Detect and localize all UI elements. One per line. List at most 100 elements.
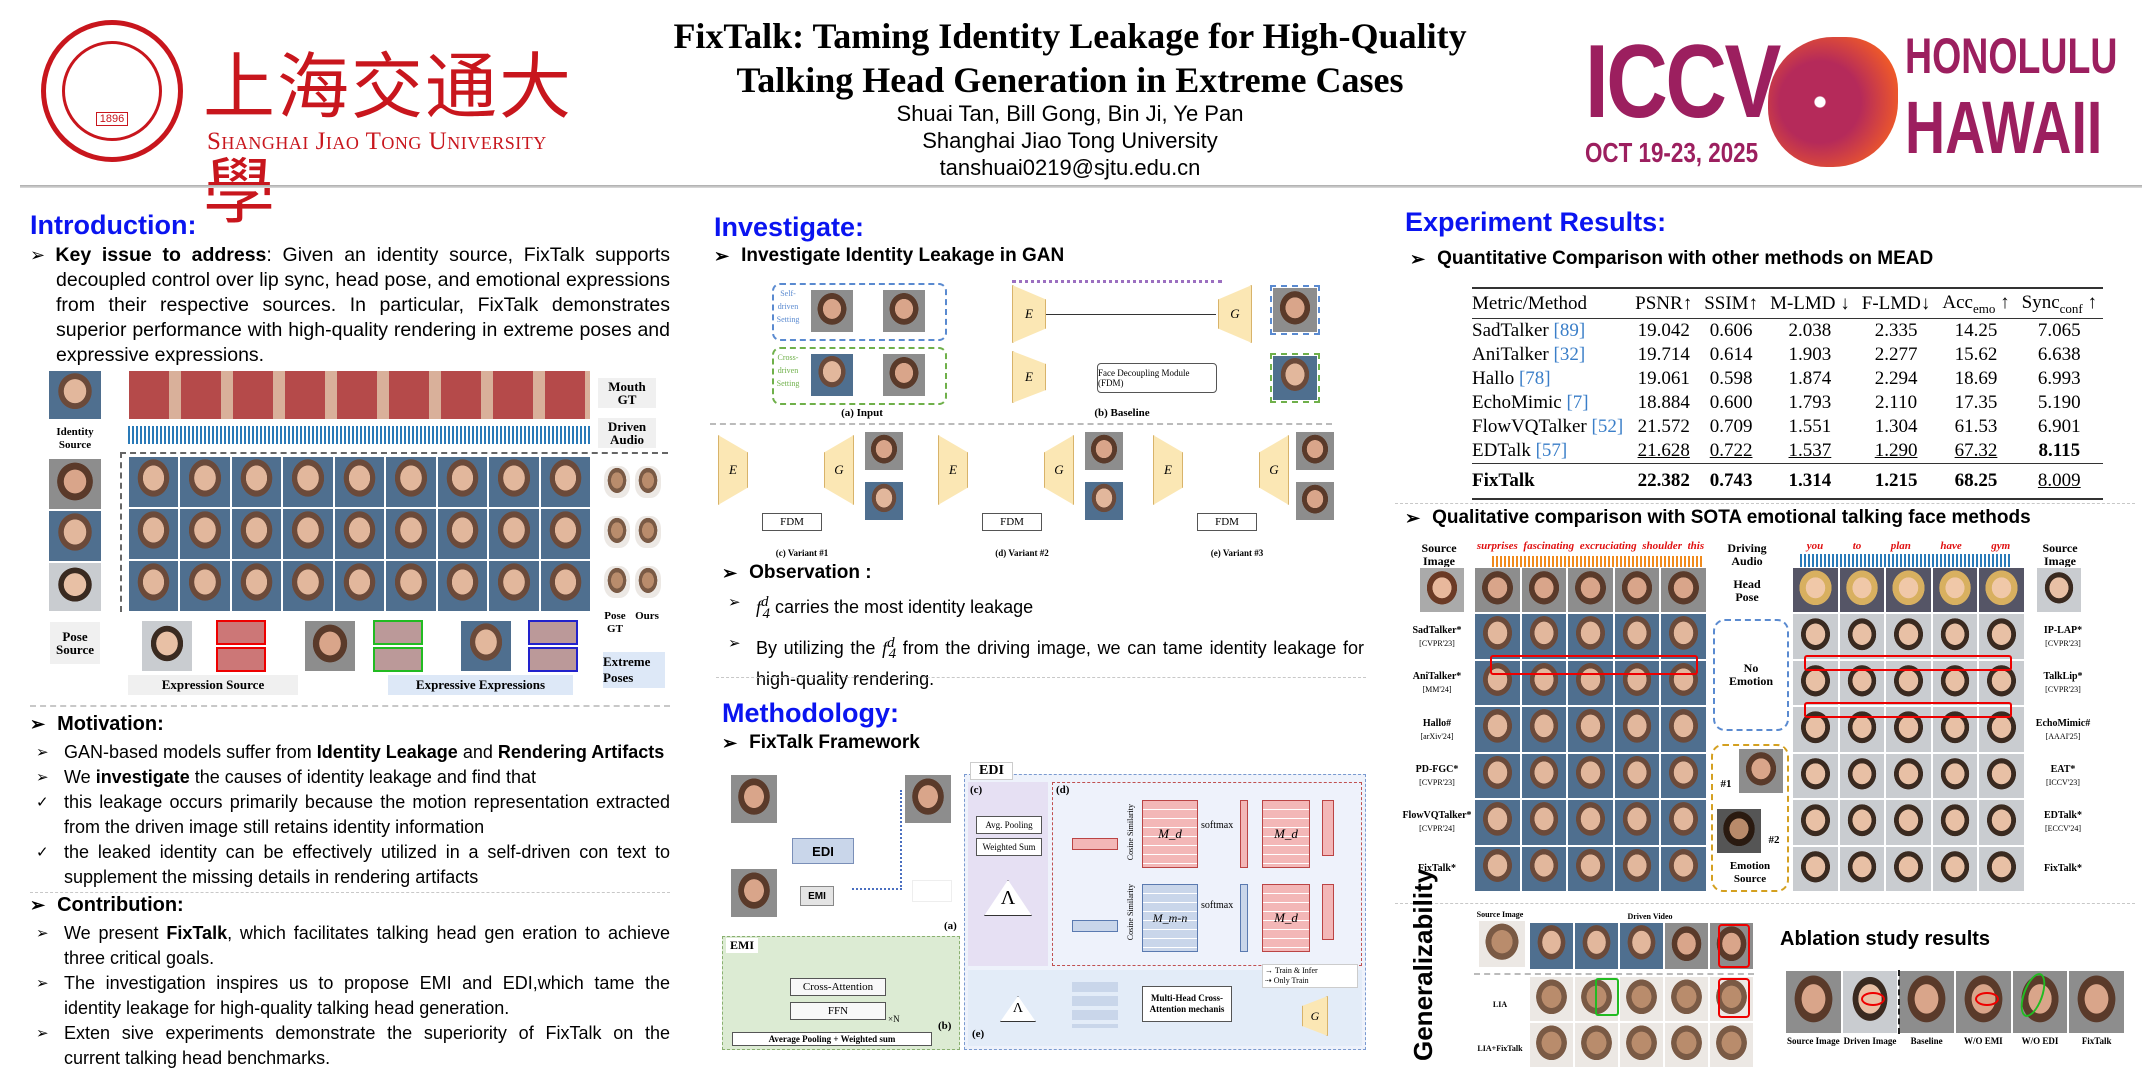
result-face-image (1613, 845, 1661, 892)
method-cell: Hallo [78] (1472, 367, 1629, 391)
method-name: FixTalk (1472, 469, 1535, 491)
citation-link[interactable]: [7] (1566, 391, 1589, 413)
metric-value: 1.290 (1874, 439, 1918, 461)
bullet-arrow-icon: ➢ (728, 634, 741, 652)
driving-audio-label: Driving Audio (1727, 541, 1767, 568)
ours-label: Ours (635, 610, 659, 622)
method-label: TalkLip*[CVPR'23] (2028, 660, 2098, 706)
ablation-heading: Ablation study results (1780, 928, 1991, 950)
header-arrow: ↑ (1995, 292, 2010, 313)
motivation-heading: ➢Motivation: (30, 713, 164, 736)
generated-face-image (333, 560, 386, 612)
ablation-separator (1898, 970, 1900, 1034)
emotion-id-2: #2 (1768, 834, 1780, 846)
mhca-block: Multi-Head Cross-Attention mechanis (1142, 986, 1232, 1022)
emotion-source-box (1711, 744, 1789, 892)
column-header: Syncconf ↑ (2015, 288, 2103, 319)
result-face-image (1978, 613, 2025, 660)
transcript-word: shoulder (1642, 540, 1682, 552)
right-source-image (2036, 567, 2082, 613)
self-setting-label: Self-driven Setting (776, 289, 800, 324)
result-face-image (1978, 752, 2025, 800)
motivation-item: ✓the leaked identity can be effectively … (36, 840, 670, 890)
result-face-image (1792, 845, 1839, 892)
driven-frame (1619, 922, 1664, 970)
result-face-image (1931, 706, 1979, 753)
edi-c-panel (968, 782, 1048, 966)
method-label: FixTalk* (1400, 846, 1474, 892)
generated-face-image (333, 456, 386, 508)
metric-value: 2.038 (1788, 319, 1832, 341)
citation-link[interactable]: [32] (1553, 343, 1586, 365)
eye-crop-4 (528, 647, 578, 672)
variants-frame (710, 423, 1332, 569)
result-face-image (1660, 845, 1707, 892)
citation-link[interactable]: [78] (1518, 367, 1551, 389)
section-divider (716, 677, 1366, 678)
metric-value: 68.25 (1936, 462, 2016, 499)
generated-face-image (539, 560, 591, 612)
observation-heading-text: Observation : (749, 562, 872, 583)
metric-value: 22.382 (1629, 462, 1699, 499)
expressive-expressions-caption: Expressive Expressions (388, 675, 573, 695)
bullet-arrow-icon: ➢ (36, 975, 49, 992)
eye-crop-1 (373, 620, 423, 645)
symbol-sub: 4 (888, 646, 897, 663)
method-cell: EchoMimic [7] (1472, 391, 1629, 415)
result-face-image (1885, 752, 1932, 800)
text: , which facilitates talking head gen era… (64, 923, 671, 968)
text: carries the most identity leakage (770, 597, 1034, 617)
encoder-block: E (1012, 285, 1046, 343)
symbol-base: f (756, 597, 762, 617)
ablation-caption: Baseline (1910, 1036, 1943, 1046)
metric-value: 19.042 (1637, 319, 1690, 341)
expression-source-surprise (460, 620, 512, 672)
bullet-arrow-icon: ➢ (722, 732, 738, 753)
ours-head-2 (634, 515, 662, 549)
cross-source-face (810, 353, 854, 397)
result-face-image (1520, 659, 1568, 707)
bullet-arrow-icon: ➢ (36, 744, 49, 761)
left-red-box (1490, 655, 1698, 675)
citation-link[interactable]: [89] (1553, 319, 1586, 341)
transcript-word: excruciating (1579, 540, 1637, 552)
result-face-image (1792, 567, 1839, 614)
citation-link[interactable]: [57] (1535, 439, 1568, 461)
sjtu-seal: 1896 (41, 20, 183, 162)
result-face-image (1520, 799, 1568, 846)
ablation-caption: Driven Image (1843, 1036, 1897, 1046)
generated-face-image (230, 560, 283, 612)
driven-audio-label: Driven Audio (598, 418, 656, 448)
iccv-dates: OCT 19-23, 2025 (1585, 137, 1759, 168)
method-name: SadTalker* (1412, 625, 1462, 637)
generated-face-image (282, 560, 334, 612)
faded-edi-path (912, 880, 952, 902)
baseline-output-self (1270, 285, 1320, 335)
result-face-image (1931, 845, 1979, 892)
driving-input-face (730, 868, 778, 918)
method-venue: [arXiv'24] (1420, 731, 1454, 741)
generated-face-image (436, 456, 489, 508)
text: The investigation inspires us to propose… (64, 973, 670, 1018)
method-name: Hallo# (1422, 717, 1452, 729)
variant-2: E G FDM (d) Variant #2 (932, 425, 1132, 565)
generated-face-image (539, 456, 591, 508)
method-name: EDTalk (1472, 439, 1531, 461)
ablation-image (2011, 970, 2069, 1034)
cross-setting-label: Cross-driven Setting (776, 353, 800, 388)
driven-frame (1529, 922, 1574, 970)
result-face-image (1520, 613, 1568, 660)
metric-value: 1.874 (1788, 367, 1832, 389)
metric-value: 0.614 (1709, 343, 1753, 365)
metric-value: 1.551 (1788, 415, 1832, 437)
result-face-image (1567, 845, 1614, 892)
citation-link[interactable]: [52] (1591, 415, 1624, 437)
metric-value: 14.25 (1954, 319, 1998, 341)
iccv-city: HONOLULU (1905, 28, 2118, 84)
result-face-image (1838, 567, 1886, 614)
driving-face (882, 289, 926, 333)
